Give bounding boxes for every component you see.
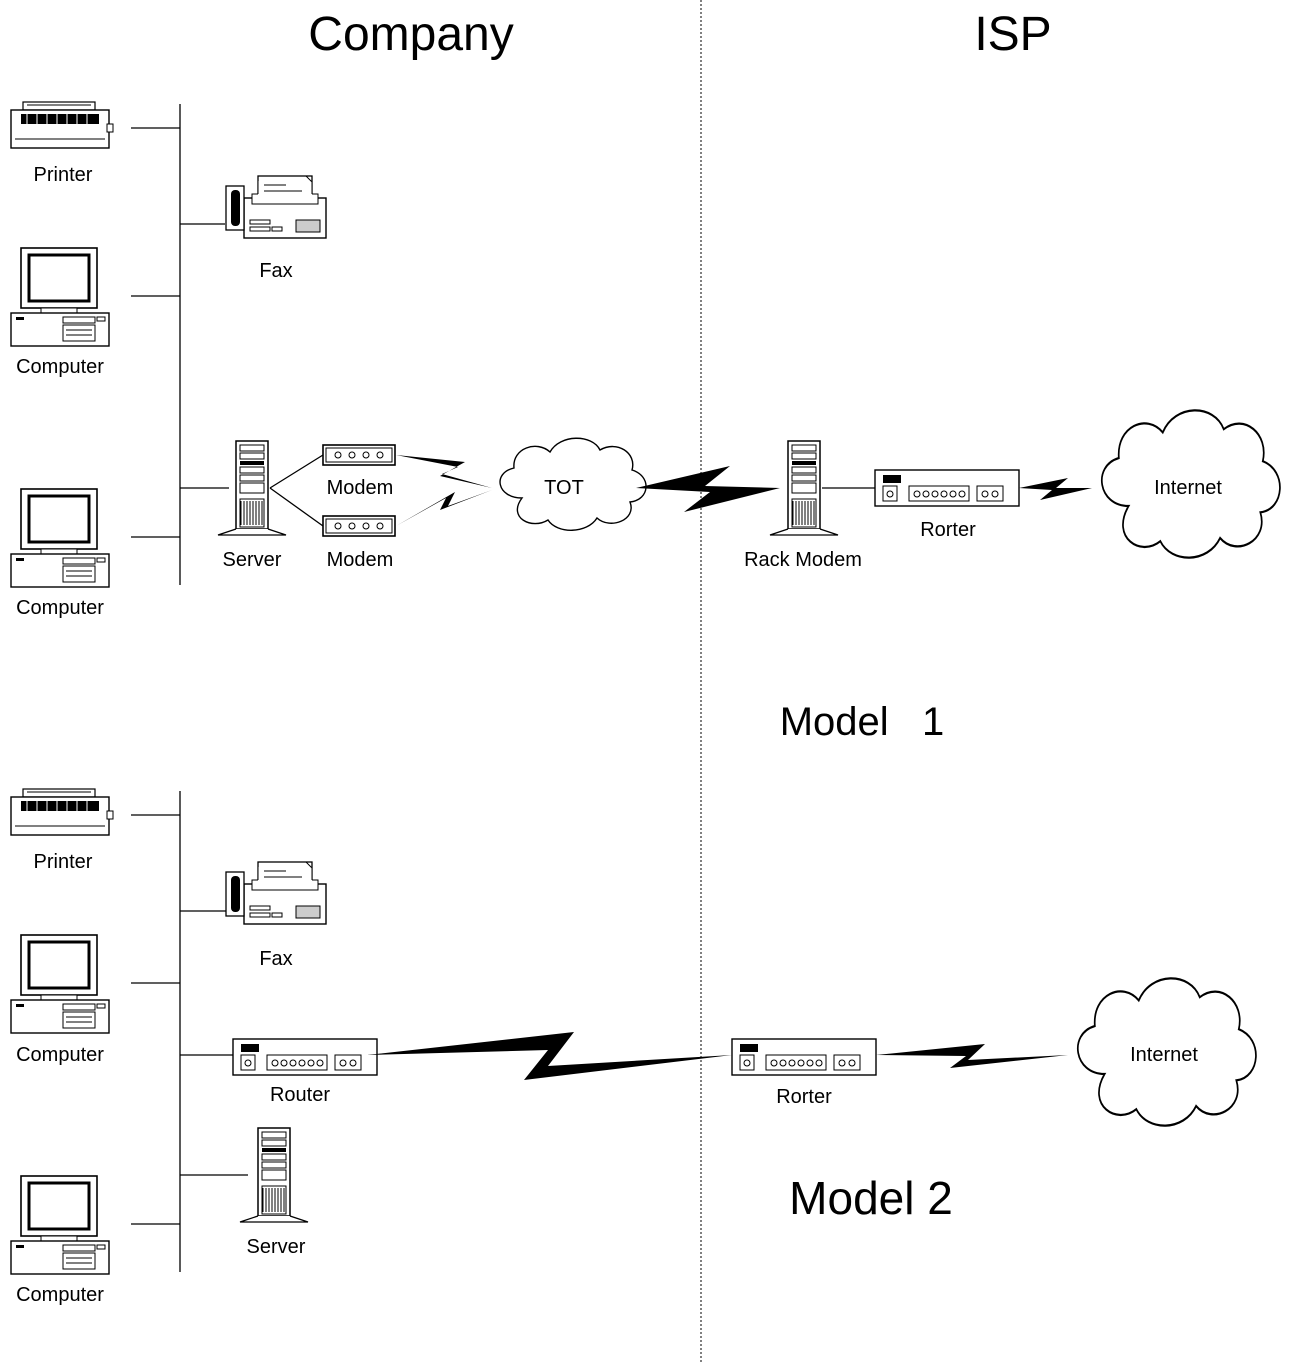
- lightning-link-icon: [876, 1044, 1068, 1068]
- model1-group: Printer Fax Computer Computer Server Mod…: [9, 101, 1282, 744]
- lightning-link-icon: [396, 490, 492, 526]
- computer-icon: [9, 1174, 111, 1276]
- model2-group: Printer Fax Computer Computer Router Ser…: [9, 788, 1258, 1306]
- computer-label: Computer: [16, 1044, 104, 1066]
- internet-label: Internet: [1130, 1044, 1198, 1066]
- printer-label: Printer: [34, 164, 93, 186]
- isp-heading: ISP: [974, 8, 1051, 61]
- router-icon: [874, 469, 1020, 507]
- computer-icon: [9, 246, 111, 348]
- fax-label: Fax: [259, 948, 292, 970]
- computer-label: Computer: [16, 597, 104, 619]
- company-heading: Company: [308, 8, 513, 61]
- router-icon: [731, 1038, 877, 1076]
- lightning-link-icon: [367, 1032, 732, 1080]
- rack-modem-label: Rack Modem: [744, 549, 862, 571]
- lightning-link-icon: [1019, 478, 1092, 500]
- server-icon: [239, 1127, 309, 1223]
- modem-label: Modem: [327, 477, 394, 499]
- fax-icon: [225, 175, 327, 239]
- isp-router-label: Rorter: [776, 1086, 832, 1108]
- isp-router-label: Rorter: [920, 519, 976, 541]
- model1-title: Model 1: [780, 700, 945, 744]
- printer-icon: [10, 101, 114, 149]
- modem-icon: [322, 444, 396, 466]
- computer-icon: [9, 933, 111, 1035]
- internet-label: Internet: [1154, 477, 1222, 499]
- router-label: Router: [270, 1084, 330, 1106]
- modem-label: Modem: [327, 549, 394, 571]
- model2-title: Model 2: [789, 1172, 953, 1224]
- computer-icon: [9, 487, 111, 589]
- computer-label: Computer: [16, 356, 104, 378]
- fax-icon: [225, 861, 327, 925]
- router-icon: [232, 1038, 378, 1076]
- tot-label: TOT: [544, 477, 584, 499]
- lightning-link-icon: [636, 466, 780, 512]
- printer-label: Printer: [34, 851, 93, 873]
- fax-label: Fax: [259, 260, 292, 282]
- printer-icon: [10, 788, 114, 836]
- server-label: Server: [223, 549, 282, 571]
- server-label: Server: [247, 1236, 306, 1258]
- lightning-link-icon: [396, 455, 492, 488]
- computer-label: Computer: [16, 1284, 104, 1306]
- modem-icon: [322, 515, 396, 537]
